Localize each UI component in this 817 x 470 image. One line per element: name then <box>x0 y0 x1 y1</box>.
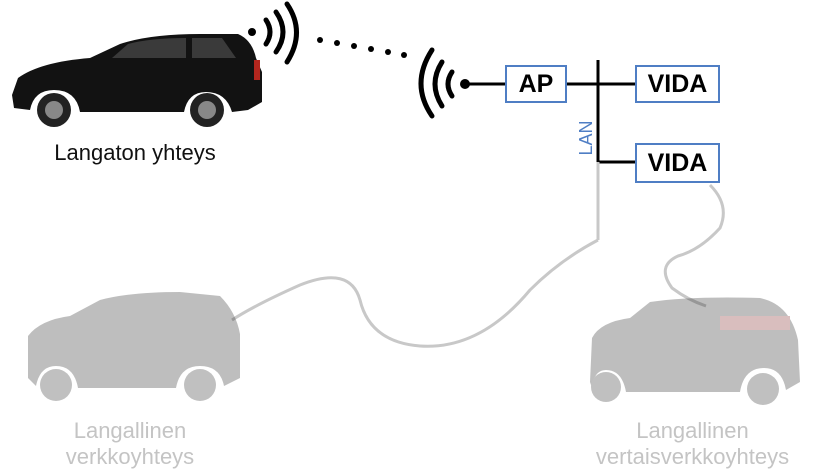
peer-caption-line2: vertaisverkkoyhteys <box>595 444 790 469</box>
ap-box: AP <box>505 65 567 103</box>
ap-label: AP <box>518 69 554 98</box>
wired-cable <box>231 238 599 348</box>
wifi-signal-icon-right <box>418 47 470 119</box>
wireless-link-dots <box>317 37 407 58</box>
wired-caption-line2: verkkoyhteys <box>65 444 195 469</box>
wireless-caption: Langaton yhteys <box>54 140 216 165</box>
wifi-signal-icon-left <box>248 1 299 65</box>
wired-caption: Langallinen verkkoyhteys <box>20 418 240 470</box>
vida-box-1: VIDA <box>635 65 720 103</box>
wireless-car-icon <box>12 34 262 127</box>
wired-caption-line1: Langallinen <box>73 418 187 443</box>
peer-car-icon <box>590 297 800 405</box>
wired-car-icon <box>28 292 240 401</box>
peer-cable <box>663 183 725 308</box>
peer-caption-line1: Langallinen <box>636 418 749 443</box>
vida-box-2: VIDA <box>635 143 720 183</box>
lan-label: LAN <box>576 120 596 156</box>
vida-label-2: VIDA <box>647 148 708 177</box>
network-lines <box>465 60 635 164</box>
vida-label-1: VIDA <box>647 69 708 98</box>
peer-caption: Langallinen vertaisverkkoyhteys <box>570 418 815 470</box>
